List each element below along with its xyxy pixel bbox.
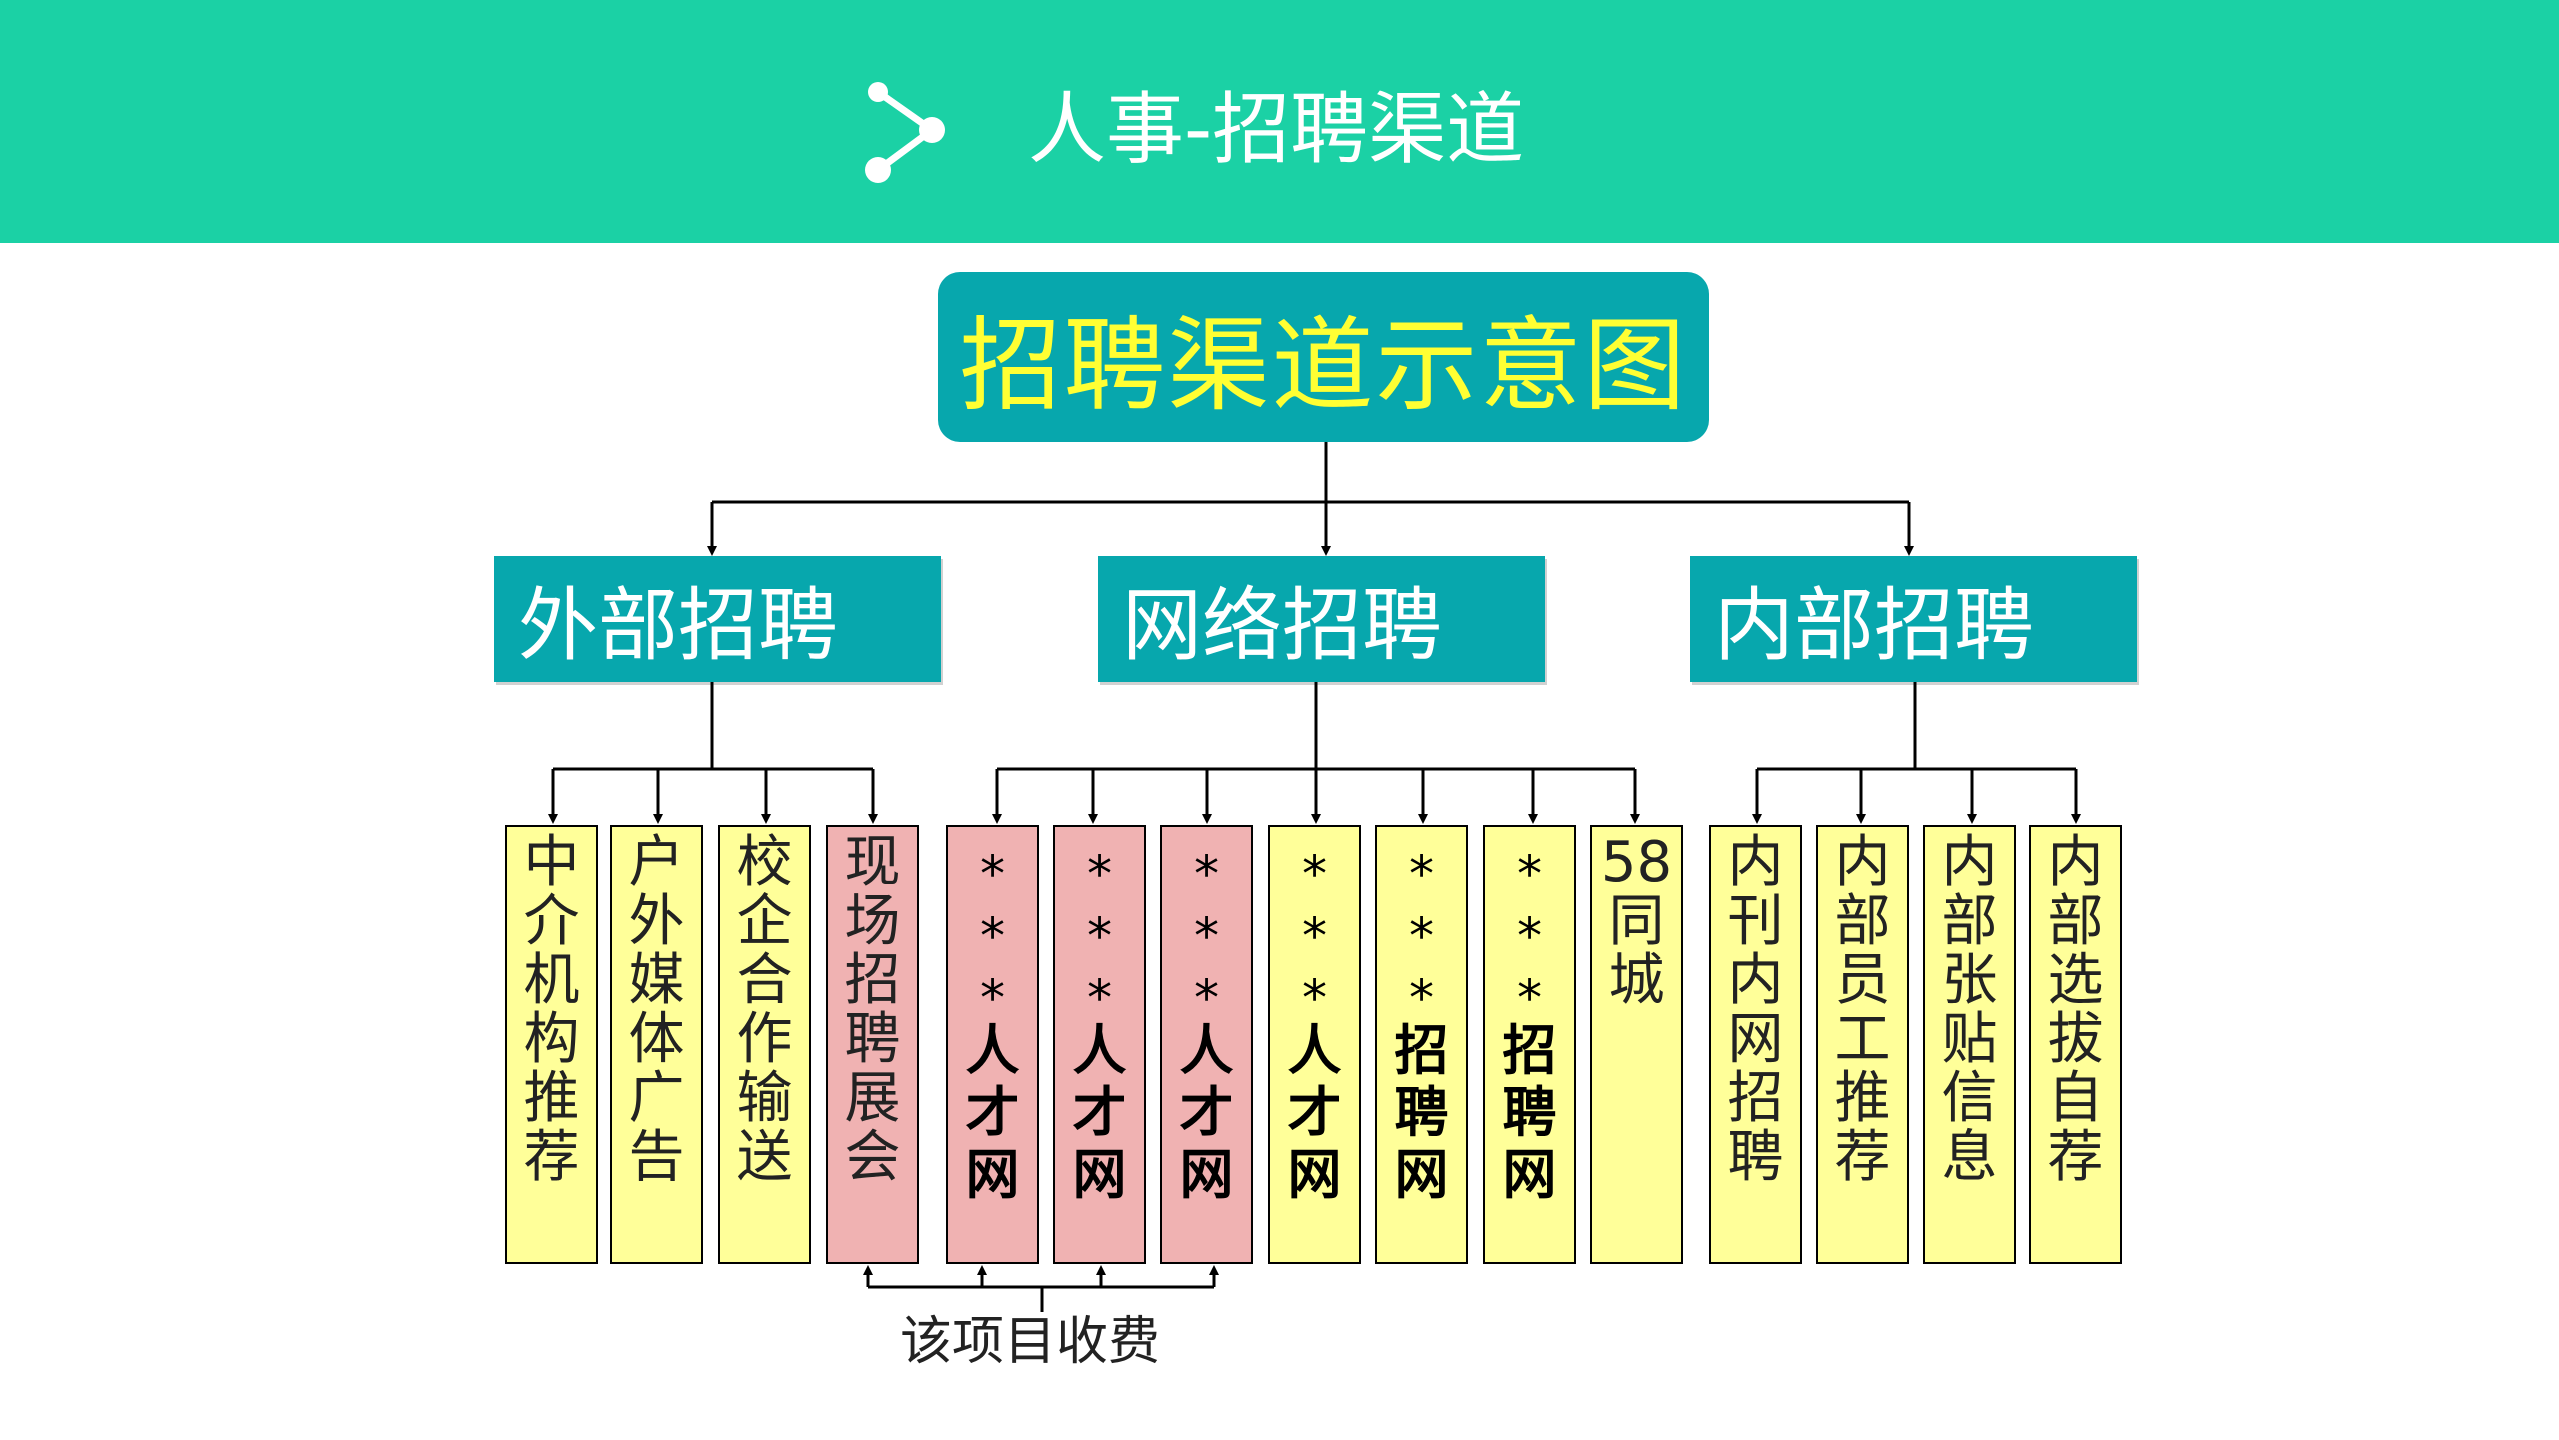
- leaf-label: 内刊内网招聘: [1727, 830, 1784, 1190]
- leaf-box-online-4: ∗∗∗人才网: [1268, 825, 1361, 1264]
- leaf-label: 内部张贴信息: [1941, 830, 1998, 1190]
- leaf-label: ∗∗∗人才网: [1287, 835, 1342, 1206]
- leaf-box-online-6: ∗∗∗招聘网: [1483, 825, 1576, 1264]
- leaf-box-online-5: ∗∗∗招聘网: [1375, 825, 1468, 1264]
- leaf-box-online-2: ∗∗∗人才网: [1053, 825, 1146, 1264]
- leaf-box-external-1: 中介机构推荐: [505, 825, 598, 1264]
- category-box-external: 外部招聘: [494, 556, 941, 682]
- category-box-online: 网络招聘: [1098, 556, 1545, 682]
- leaf-label: 中介机构推荐: [523, 830, 580, 1190]
- header-bar: [0, 0, 2559, 243]
- fee-note: 该项目收费: [899, 1312, 1160, 1372]
- leaf-box-online-3: ∗∗∗人才网: [1160, 825, 1253, 1264]
- leaf-label: 内部选拔自荐: [2047, 830, 2104, 1190]
- leaf-box-online-1: ∗∗∗人才网: [946, 825, 1039, 1264]
- leaf-label: 校企合作输送: [736, 830, 793, 1190]
- leaf-box-internal-4: 内部选拔自荐: [2029, 825, 2122, 1264]
- leaf-box-internal-3: 内部张贴信息: [1923, 825, 2016, 1264]
- page-title: 人事-招聘渠道: [1028, 85, 1525, 175]
- leaf-label: ∗∗∗招聘网: [1502, 835, 1557, 1206]
- leaf-box-external-2: 户外媒体广告: [610, 825, 703, 1264]
- category-box-internal: 内部招聘: [1690, 556, 2137, 682]
- leaf-box-internal-1: 内刊内网招聘: [1709, 825, 1802, 1264]
- leaf-box-external-4: 现场招聘展会: [826, 825, 919, 1264]
- leaf-label: ∗∗∗人才网: [1179, 835, 1234, 1206]
- root-box: 招聘渠道示意图: [938, 272, 1709, 442]
- leaf-box-internal-2: 内部员工推荐: [1816, 825, 1909, 1264]
- leaf-box-external-3: 校企合作输送: [718, 825, 811, 1264]
- leaf-label: ∗∗∗招聘网: [1394, 835, 1449, 1206]
- leaf-label: 现场招聘展会: [844, 830, 901, 1190]
- leaf-label: 内部员工推荐: [1834, 830, 1891, 1190]
- leaf-label: ∗∗∗人才网: [965, 835, 1020, 1206]
- leaf-label: ∗∗∗人才网: [1072, 835, 1127, 1206]
- share-nodes-icon: [865, 82, 945, 183]
- leaf-label: 户外媒体广告: [628, 830, 685, 1190]
